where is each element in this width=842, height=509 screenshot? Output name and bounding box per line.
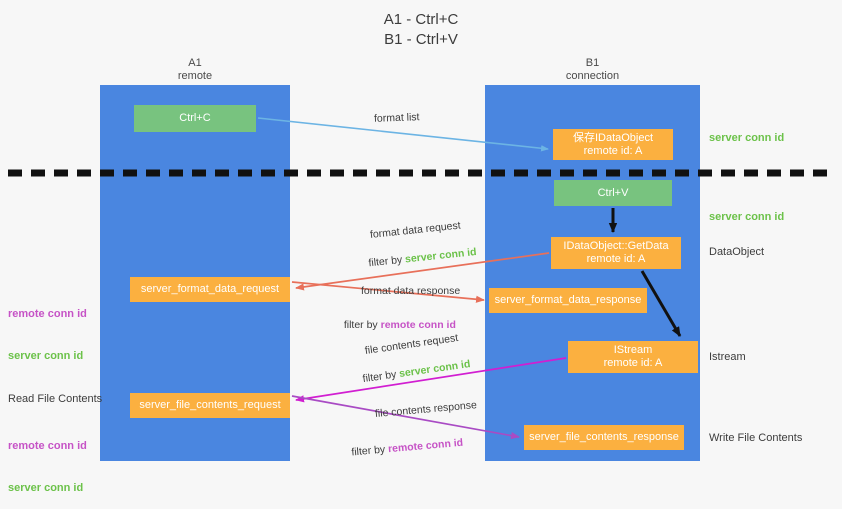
arrow-file-contents-response (291, 395, 520, 440)
annotation-server-conn-id-second: server conn id (709, 211, 785, 223)
page-title: A1 - Ctrl+C B1 - Ctrl+V (383, 11, 459, 48)
label-format-data-response: format data response (361, 285, 461, 297)
arrow-getdata-to-istream (640, 270, 682, 337)
filter-by-text-4: filter by (350, 443, 389, 459)
box-idataobject[interactable]: 保存IDataObject remote id: A (553, 129, 673, 160)
annotation-left-conn-ids-bottom: remote conn id server conn id (8, 411, 87, 509)
annotation-remote-conn-id-2: remote conn id (8, 440, 87, 452)
box-server-format-data-response[interactable]: server_format_data_response (489, 288, 647, 313)
annotation-server-conn-id-left-1: server conn id (8, 350, 84, 362)
box-server-format-data-request[interactable]: server_format_data_request (130, 277, 290, 302)
box-istream-line1: IStream (613, 344, 653, 356)
lane-header-b1: B1 connection (565, 57, 620, 82)
box-istream[interactable]: IStream remote id: A (568, 341, 698, 373)
label-filter-by-remote-conn-id-1: filter by remote conn id (338, 304, 456, 332)
box-idataobject-line2: remote id: A (583, 144, 643, 157)
annotation-write-file-contents: Write File Contents (709, 432, 803, 444)
label-format-list: format list (373, 111, 420, 125)
arrow-format-list (257, 117, 549, 152)
annotation-read-file-contents: Read File Contents (8, 393, 103, 405)
box-ctrl-c[interactable]: Ctrl+C (134, 105, 256, 132)
annotation-istream: Istream (709, 351, 746, 363)
box-idataobject-line1: 保存IDataObject (572, 131, 654, 144)
box-idataobject-getdata[interactable]: IDataObject::GetData remote id: A (551, 237, 681, 269)
box-server-file-contents-response[interactable]: server_file_contents_response (524, 425, 684, 450)
arrow-format-data-response (291, 281, 485, 303)
filter-by-text-2: filter by (343, 319, 381, 331)
box-istream-line2: remote id: A (603, 357, 663, 369)
annotation-server-conn-id-left-2: server conn id (8, 482, 84, 494)
remote-conn-id-text-1: remote conn id (380, 319, 456, 331)
box-getdata-line2: remote id: A (586, 253, 646, 265)
box-ctrl-v[interactable]: Ctrl+V (554, 180, 672, 206)
filter-by-text-1: filter by (367, 253, 406, 270)
arrow-format-data-request (295, 252, 550, 291)
box-getdata-line1: IDataObject::GetData (563, 240, 669, 252)
arrow-file-contents-request (295, 357, 567, 403)
annotation-left-conn-ids-top: remote conn id server conn id (8, 279, 87, 377)
annotation-remote-conn-id-1: remote conn id (8, 308, 87, 320)
box-server-file-contents-request[interactable]: server_file_contents_request (130, 393, 290, 418)
lane-header-a1: A1 remote (177, 57, 213, 82)
annotation-server-conn-id-top: server conn id (709, 132, 785, 144)
annotation-dataobject: DataObject (709, 246, 765, 258)
